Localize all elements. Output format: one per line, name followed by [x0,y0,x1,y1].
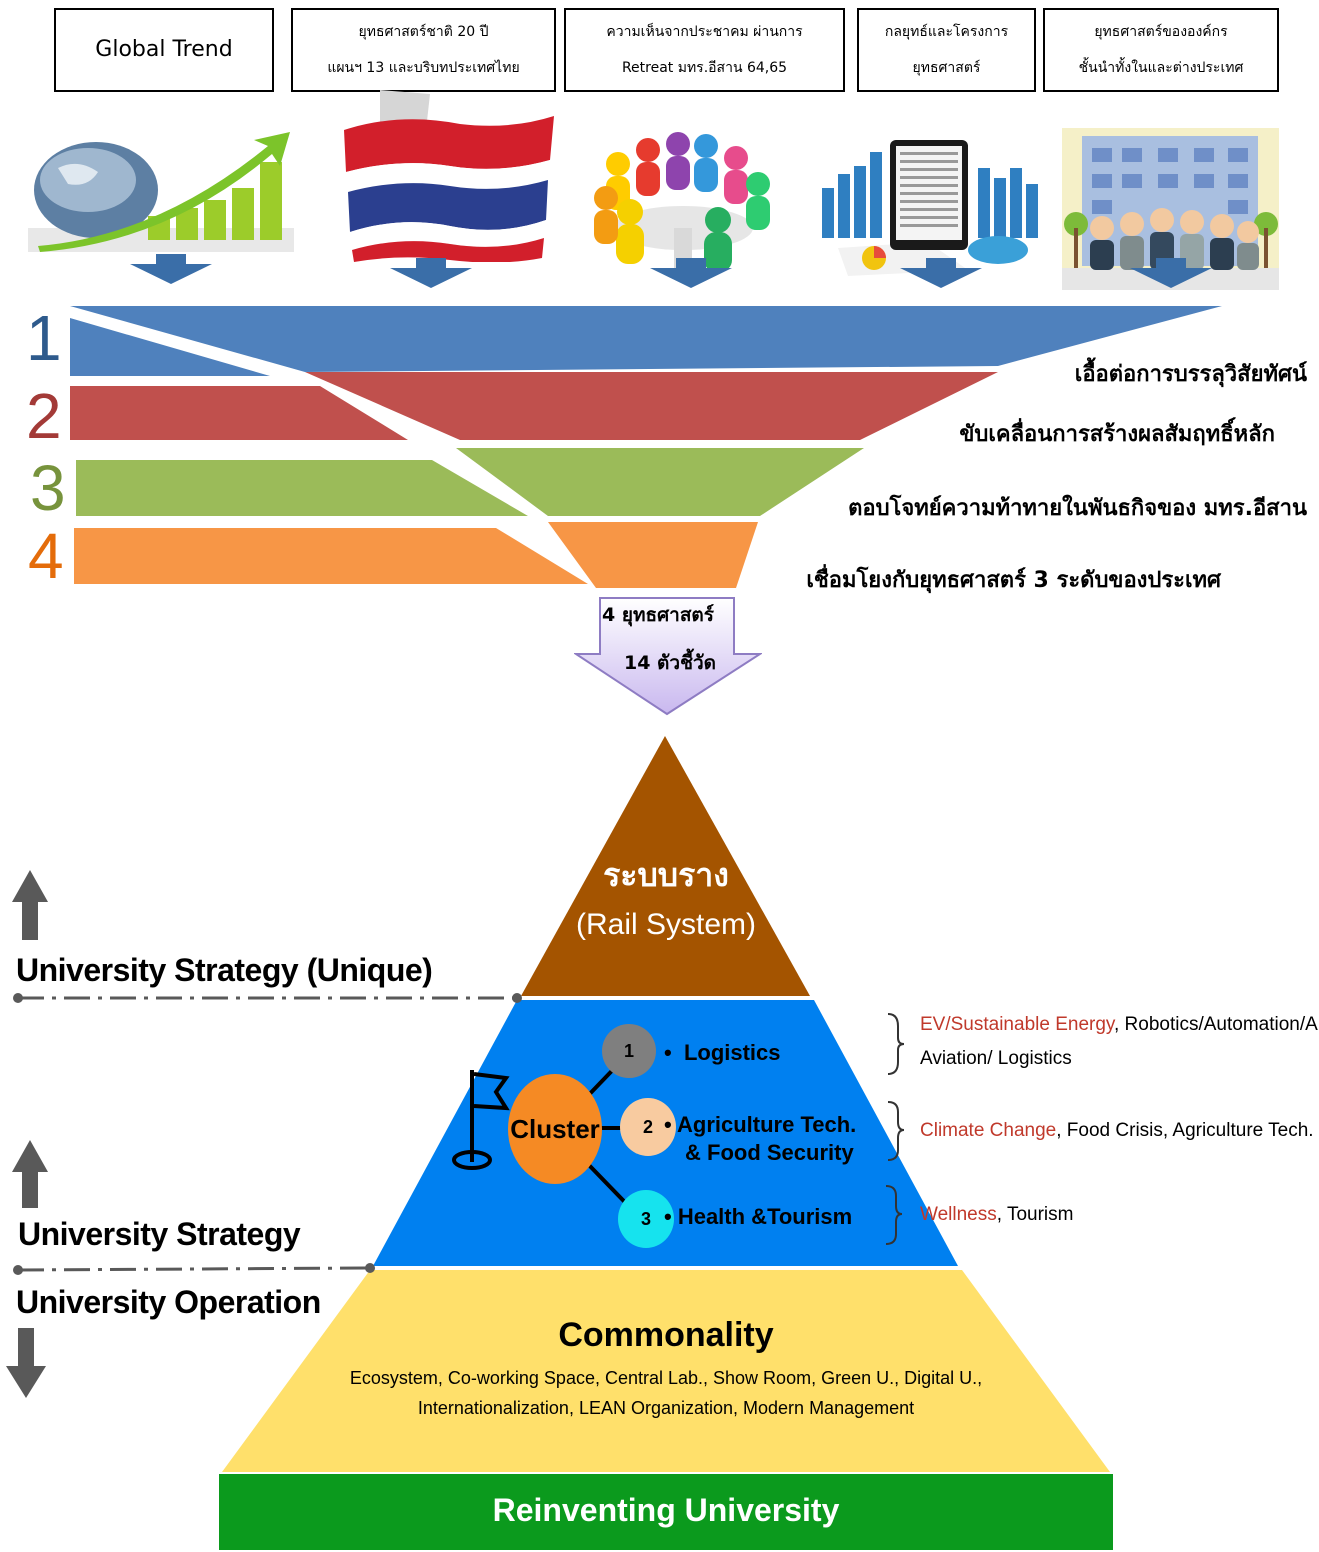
cluster-label: Cluster [510,1113,600,1144]
topic-3: Wellness, Tourism [920,1204,1074,1225]
globe-growth-icon [28,132,294,252]
result-indicators: 14 ตัวชี้วัด [624,652,716,674]
funnel-layer-2 [70,372,998,440]
funnel-number-4: 4 [28,520,64,592]
topic-2: Climate Change, Food Crisis, Agriculture… [920,1120,1314,1141]
brace-icon [885,1185,903,1245]
source-box-strategy-projects: กลยุทธ์และโครงการ ยุทธศาสตร์ [857,8,1036,92]
commonality-line1: Ecosystem, Co-working Space, Central Lab… [349,1368,983,1388]
funnel-layer-3 [76,448,864,516]
funnel-label-1: เอื้อต่อการบรรลุวิสัยทัศน์ [1074,362,1307,387]
source-label: ชั้นนำทั้งในและต่างประเทศ [1078,60,1244,76]
cluster-item-logistics: • Logistics [664,1040,781,1065]
strategy-funnel [70,306,1222,588]
down-arrow-icon [390,258,472,288]
funnel-layer-1 [70,306,1222,376]
down-arrow-icon [130,254,212,284]
level-label-strategy: University Strategy [18,1216,301,1252]
cluster-badge-3: 3 [618,1190,674,1248]
cluster-item-agriculture: • Agriculture Tech. [664,1112,857,1137]
down-arrow-icon [6,1328,46,1398]
brace-icon [887,1013,905,1075]
cluster-badge-2: 2 [620,1098,676,1156]
funnel-layer-4 [74,522,758,588]
pyramid-top-tier [521,736,810,996]
commonality-line2: Internationalization, LEAN Organization,… [417,1398,915,1418]
level-label-unique: University Strategy (Unique) [16,952,433,988]
cluster-item-health: • Health &Tourism [664,1204,853,1229]
down-arrow-icon [650,258,732,288]
up-arrow-icon [12,1140,48,1208]
source-label: ความเห็นจากประชาคม ผ่านการ [606,24,803,40]
result-arrow [574,597,762,716]
source-label: Retreat มทร.อีสาน 64,65 [621,60,788,76]
pyramid-top-subtitle: (Rail System) [575,908,756,941]
source-box-leading-organizations: ยุทธศาสตร์ขององค์กร ชั้นนำทั้งในและต่างป… [1043,8,1279,92]
source-box-national-strategy: ยุทธศาสตร์ชาติ 20 ปี แผนฯ 13 และบริบทประ… [291,8,556,92]
flag-icon [452,1070,510,1170]
funnel-number-1: 1 [26,302,62,374]
topic-1-line2: Aviation/ Logistics [920,1048,1072,1069]
source-label: ยุทธศาสตร์ [912,60,981,76]
cluster-badge-1: 1 [602,1024,656,1078]
funnel-number-2: 2 [26,380,62,452]
meeting-people-icon [578,128,788,290]
source-box-community-retreat: ความเห็นจากประชาคม ผ่านการ Retreat มทร.อ… [564,8,845,92]
down-arrow-icon [900,258,982,288]
source-label: กลยุทธ์และโครงการ [884,24,1009,40]
pyramid-base-tier [222,1270,1110,1472]
source-label: ยุทธศาสตร์ชาติ 20 ปี [358,24,489,40]
topic-1: EV/Sustainable Energy, Robotics/Automati… [920,1014,1319,1035]
down-arrow-icon [1130,258,1212,288]
pyramid-top-title: ระบบราง [603,856,729,894]
source-label: ยุทธศาสตร์ขององค์กร [1094,24,1228,40]
source-label: Global Trend [95,37,233,62]
level-label-operation: University Operation [16,1284,321,1320]
funnel-label-3: ตอบโจทย์ความท้าทายในพันธกิจของ มทร.อีสาน [848,496,1307,521]
commonality-title: Commonality [558,1316,774,1354]
foundation-bar [219,1474,1113,1550]
up-arrow-icon [12,870,48,940]
source-box-global-trend: Global Trend [54,8,274,92]
tablet-chart-icon [822,140,1038,276]
cluster-item-agriculture-line2: & Food Security [685,1140,854,1165]
thailand-flag-map-icon [344,90,554,262]
funnel-label-2: ขับเคลื่อนการสร้างผลสัมฤทธิ์หลัก [959,422,1275,447]
brace-icon [887,1101,905,1161]
funnel-number-3: 3 [30,452,66,524]
result-strategies: 4 ยุทธศาสตร์ [602,604,714,626]
foundation-label: Reinventing University [492,1492,840,1528]
funnel-label-4: เชื่อมโยงกับยุทธศาสตร์ 3 ระดับของประเทศ [806,568,1221,593]
source-label: แผนฯ 13 และบริบทประเทศไทย [327,60,520,76]
cluster-node: Cluster [508,1074,602,1184]
